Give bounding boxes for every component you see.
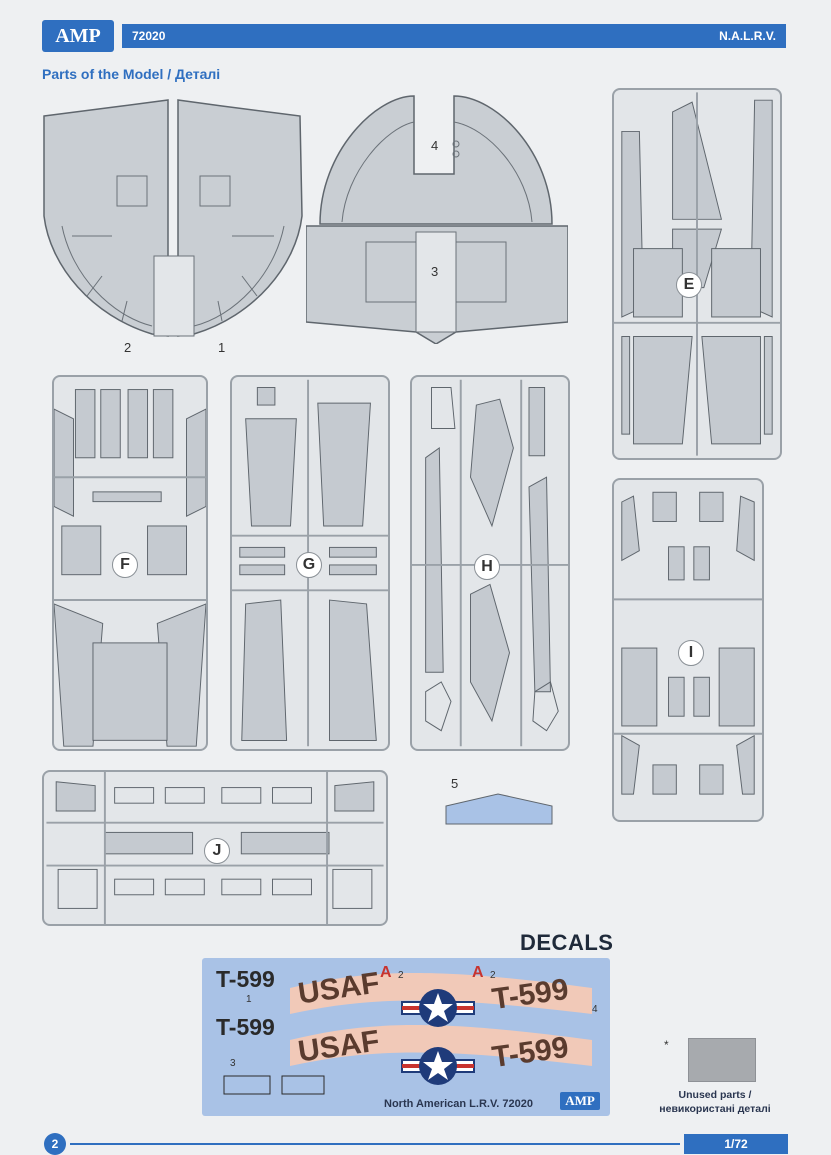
- decal-t599-1: T-599: [216, 966, 275, 992]
- decal-bands: [223, 973, 592, 1095]
- part-number-2: 2: [124, 340, 132, 355]
- decal-amp-logo: AMP: [560, 1092, 600, 1110]
- decals-title: DECALS: [520, 930, 614, 955]
- sprue-h-drawing: [412, 379, 568, 747]
- unused-label-ua: невикористані деталі: [659, 1103, 771, 1115]
- decal-caption: North American L.R.V. 72020: [384, 1098, 533, 1110]
- decal-letter-a-1: A: [380, 964, 392, 981]
- section-title: Parts of the Model / Деталі: [42, 66, 221, 82]
- parts-3-4: [305, 92, 569, 345]
- decal-sheet: T-599 1 T-599 3 USAF USAF A 2 A 2 T-599 …: [202, 958, 610, 1116]
- part-number-4: 4: [431, 138, 439, 153]
- decal-number-2a: 2: [398, 970, 404, 981]
- sprue-f-label: F: [112, 552, 138, 578]
- part-5: [444, 792, 554, 826]
- sprue-j: J: [42, 770, 388, 926]
- sprue-g-label: G: [296, 552, 322, 578]
- part-number-5: 5: [451, 776, 459, 791]
- part-number-1: 1: [218, 340, 226, 355]
- sprue-i-label: I: [678, 640, 704, 666]
- unused-label-en: Unused parts /: [678, 1089, 752, 1101]
- sprue-g: G: [230, 375, 390, 751]
- sprue-j-label: J: [204, 838, 230, 864]
- unused-swatch: [688, 1038, 756, 1082]
- unused-asterisk: *: [664, 1038, 669, 1052]
- sprue-e-label: E: [676, 272, 702, 298]
- footer-line: [70, 1143, 680, 1145]
- scale-label: 1/72: [684, 1134, 788, 1154]
- decal-letter-a-2: A: [472, 964, 484, 981]
- amp-logo: AMP: [42, 20, 114, 52]
- sprue-e: E: [612, 88, 782, 460]
- star-insignia-1: [401, 989, 475, 1027]
- kit-number: 72020: [132, 29, 166, 43]
- sprue-h-label: H: [474, 554, 500, 580]
- sprue-j-drawing: [46, 772, 384, 924]
- decal-number-2b: 2: [490, 970, 496, 981]
- part-5-drawing: [445, 793, 553, 825]
- decal-number-4: 4: [592, 1004, 598, 1015]
- part-number-3: 3: [431, 264, 439, 279]
- decal-t599-2: T-599: [216, 1014, 275, 1040]
- sprue-i-drawing: [614, 491, 762, 795]
- page-number: 2: [44, 1133, 66, 1155]
- header-bar: 72020 N.A.L.R.V.: [122, 24, 786, 48]
- decal-number-1: 1: [246, 994, 252, 1005]
- parts-3-4-drawing: [305, 95, 569, 345]
- sprue-h: H: [410, 375, 570, 751]
- sprue-g-drawing: [232, 379, 388, 747]
- sprue-i: I: [612, 478, 764, 822]
- unused-label: Unused parts / невикористані деталі: [640, 1088, 790, 1116]
- parts-1-2-drawing: [43, 99, 303, 337]
- parts-1-2: [42, 96, 304, 340]
- sprue-f: F: [52, 375, 208, 751]
- sprue-f-drawing: [54, 389, 206, 747]
- star-insignia-2: [401, 1047, 475, 1085]
- decal-number-3: 3: [230, 1058, 236, 1069]
- kit-name: N.A.L.R.V.: [719, 29, 776, 43]
